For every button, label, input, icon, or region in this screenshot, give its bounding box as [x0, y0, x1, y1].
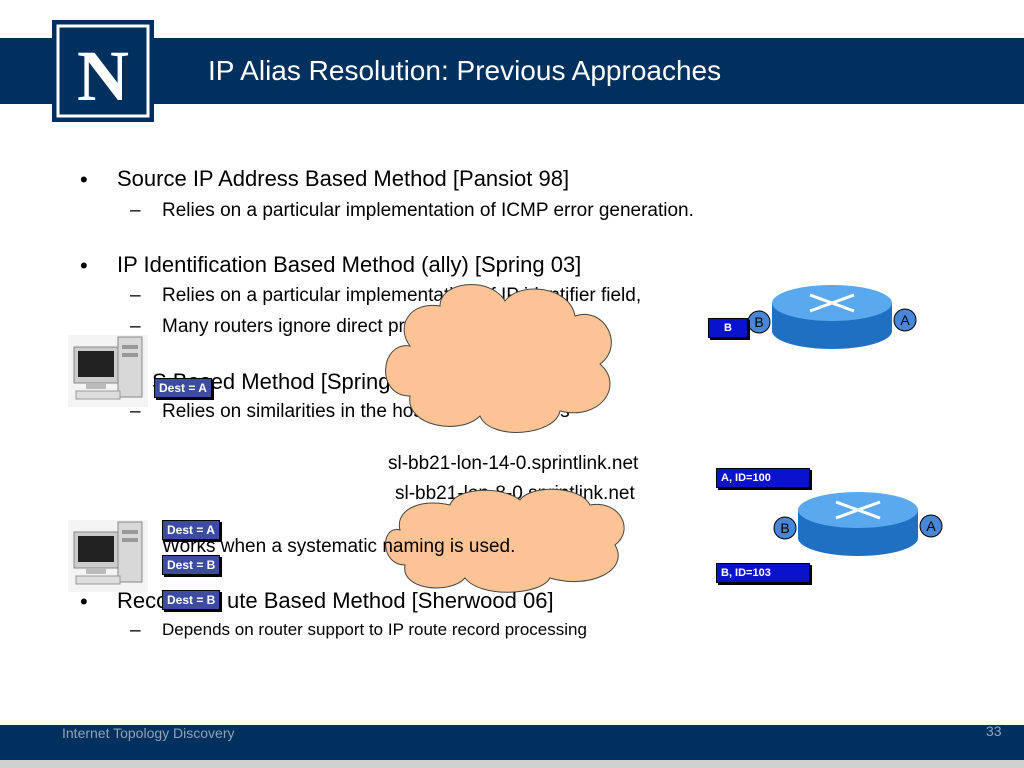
- svg-text:A: A: [900, 312, 910, 328]
- sub-dash: –: [130, 200, 141, 221]
- bullet-2: IP Identification Based Method (ally) [S…: [117, 252, 582, 277]
- router-port-b: B: [773, 516, 797, 540]
- sub-4-1: Works when a systematic naming is used.: [162, 536, 516, 557]
- footer-text: Internet Topology Discovery: [62, 725, 235, 741]
- bullet-1: Source IP Address Based Method [Pansiot …: [117, 166, 570, 191]
- sub-2-2: Many routers ignore direct probes.: [162, 316, 452, 337]
- router-port-a: A: [893, 308, 917, 332]
- sub-dash: –: [130, 316, 141, 337]
- svg-text:N: N: [77, 36, 129, 116]
- computer-icon: [68, 520, 148, 592]
- packet-dest-a: Dest = A: [154, 378, 212, 398]
- svg-text:B: B: [754, 314, 763, 330]
- bullet-dot: •: [80, 589, 88, 614]
- page-number: 33: [986, 723, 1002, 739]
- router-port-a: A: [919, 514, 943, 538]
- bullet-dot: •: [80, 167, 88, 192]
- slide-title: IP Alias Resolution: Previous Approaches: [208, 55, 722, 86]
- router-icon: [798, 492, 918, 556]
- svg-text:B: B: [780, 520, 789, 536]
- footer-stripe: [0, 760, 1024, 768]
- sub-dash: –: [130, 620, 141, 641]
- packet-dest-b: Dest = B: [162, 590, 221, 610]
- n-logo-icon: N: [52, 20, 154, 122]
- computer-icon: [68, 335, 148, 407]
- router-icon: [772, 285, 892, 349]
- reply-id-a: A, ID=100: [716, 468, 810, 488]
- svg-text:A: A: [926, 518, 936, 534]
- bullet-4-end: ute Based Method [Sherwood 06]: [227, 588, 554, 613]
- reply-id-b: B, ID=103: [716, 563, 810, 583]
- bullet-dot: •: [80, 253, 88, 278]
- router-port-b: B: [747, 310, 771, 334]
- packet-dest-a: Dest = A: [162, 520, 220, 540]
- network-cloud-2: [385, 488, 625, 593]
- reply-tag-b: B: [708, 318, 748, 338]
- bullet-4-start: Reco: [117, 588, 169, 613]
- header-band: [0, 38, 1024, 104]
- hostname-1: sl-bb21-lon-14-0.sprintlink.net: [388, 453, 639, 474]
- sub-5-1: Depends on router support to IP route re…: [162, 620, 587, 639]
- sub-dash: –: [130, 285, 141, 306]
- sub-dash: –: [130, 401, 141, 422]
- university-logo: N: [52, 20, 154, 122]
- sub-1-1: Relies on a particular implementation of…: [162, 200, 694, 221]
- packet-dest-b: Dest = B: [162, 555, 221, 575]
- footer-band: [0, 725, 1024, 760]
- network-cloud-1: [385, 284, 612, 433]
